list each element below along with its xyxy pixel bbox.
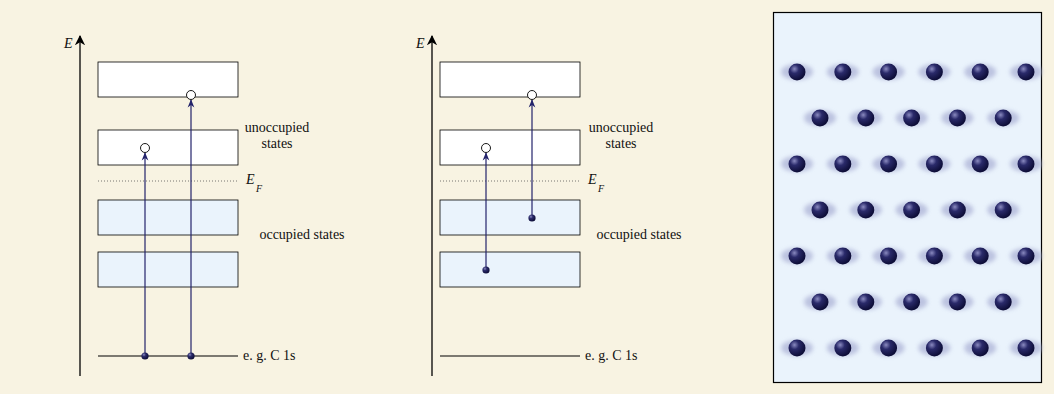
fermi-label: E bbox=[246, 172, 255, 188]
electron bbox=[187, 352, 194, 359]
vibrating-atom bbox=[896, 202, 928, 219]
excitation-arrow bbox=[485, 153, 486, 270]
fermi-label: E bbox=[588, 172, 597, 188]
excitation-arrow bbox=[144, 153, 145, 356]
state-label: unoccupied states bbox=[231, 120, 323, 152]
vibrating-atom bbox=[918, 64, 950, 81]
vibrating-atom bbox=[1010, 64, 1042, 81]
vibrating-atom bbox=[804, 294, 836, 311]
vibrating-atom bbox=[941, 202, 973, 219]
vibrating-atom bbox=[941, 110, 973, 127]
vibrating-atom bbox=[781, 156, 813, 173]
energy-band bbox=[440, 130, 580, 165]
vibrating-atom bbox=[1010, 340, 1042, 357]
hole-state bbox=[528, 91, 537, 100]
electron bbox=[141, 352, 148, 359]
vibrating-atom bbox=[781, 340, 813, 357]
vibrating-atom bbox=[1010, 248, 1042, 265]
axis-label: E bbox=[416, 36, 425, 52]
fermi-level bbox=[98, 181, 238, 182]
vibrating-atom bbox=[827, 248, 859, 265]
vibrating-atom bbox=[850, 110, 882, 127]
energy-band bbox=[98, 130, 238, 165]
vibrating-atom bbox=[964, 340, 996, 357]
vibrating-atom bbox=[987, 110, 1019, 127]
vibrating-atom bbox=[987, 202, 1019, 219]
fermi-subscript: F bbox=[256, 181, 262, 197]
energy-band bbox=[440, 62, 580, 97]
state-label: unoccupied states bbox=[575, 120, 667, 152]
core-level bbox=[98, 355, 238, 356]
excitation-arrow bbox=[531, 100, 532, 218]
vibrating-atom bbox=[873, 156, 905, 173]
energy-axis bbox=[79, 36, 80, 376]
energy-panel bbox=[80, 36, 238, 376]
hole-state bbox=[141, 144, 150, 153]
vibrating-atom bbox=[918, 340, 950, 357]
vibrating-atom bbox=[873, 340, 905, 357]
vibrating-atom bbox=[964, 248, 996, 265]
vibrating-atom bbox=[804, 110, 836, 127]
core-level-label: e. g. C 1s bbox=[243, 348, 296, 364]
vibrating-atom bbox=[804, 202, 836, 219]
vibrating-atom bbox=[1010, 156, 1042, 173]
vibrating-atom bbox=[918, 156, 950, 173]
energy-band bbox=[440, 252, 580, 287]
state-label: occupied states bbox=[256, 227, 348, 243]
vibrating-atom bbox=[873, 248, 905, 265]
energy-band bbox=[98, 252, 238, 287]
vibrating-atom bbox=[827, 156, 859, 173]
core-level-label: e. g. C 1s bbox=[585, 348, 638, 364]
vibrating-atom bbox=[781, 64, 813, 81]
vibrating-atom bbox=[850, 202, 882, 219]
hole-state bbox=[482, 144, 491, 153]
vibrating-atom bbox=[964, 64, 996, 81]
energy-panel bbox=[432, 36, 580, 376]
excitation-arrow bbox=[190, 100, 191, 356]
vibrating-atom bbox=[896, 110, 928, 127]
core-level bbox=[440, 355, 580, 356]
energy-axis bbox=[431, 36, 432, 376]
energy-band bbox=[98, 200, 238, 235]
vibrating-atom bbox=[827, 64, 859, 81]
vibrating-atom bbox=[827, 340, 859, 357]
axis-label: E bbox=[64, 36, 73, 52]
vibrating-atom bbox=[987, 294, 1019, 311]
energy-band bbox=[98, 62, 238, 97]
vibrating-atom bbox=[781, 248, 813, 265]
vibrating-atom bbox=[941, 294, 973, 311]
vibrating-atom bbox=[850, 294, 882, 311]
vibrating-atom bbox=[896, 294, 928, 311]
vibrating-atom bbox=[918, 248, 950, 265]
fermi-level bbox=[440, 181, 580, 182]
hole-state bbox=[187, 91, 196, 100]
electron bbox=[528, 214, 535, 221]
vibrating-atom bbox=[964, 156, 996, 173]
electron bbox=[482, 266, 489, 273]
lattice-frame bbox=[774, 13, 1042, 383]
state-label: occupied states bbox=[593, 227, 685, 243]
energy-band bbox=[440, 200, 580, 235]
vibrating-atom bbox=[873, 64, 905, 81]
fermi-subscript: F bbox=[598, 181, 604, 197]
